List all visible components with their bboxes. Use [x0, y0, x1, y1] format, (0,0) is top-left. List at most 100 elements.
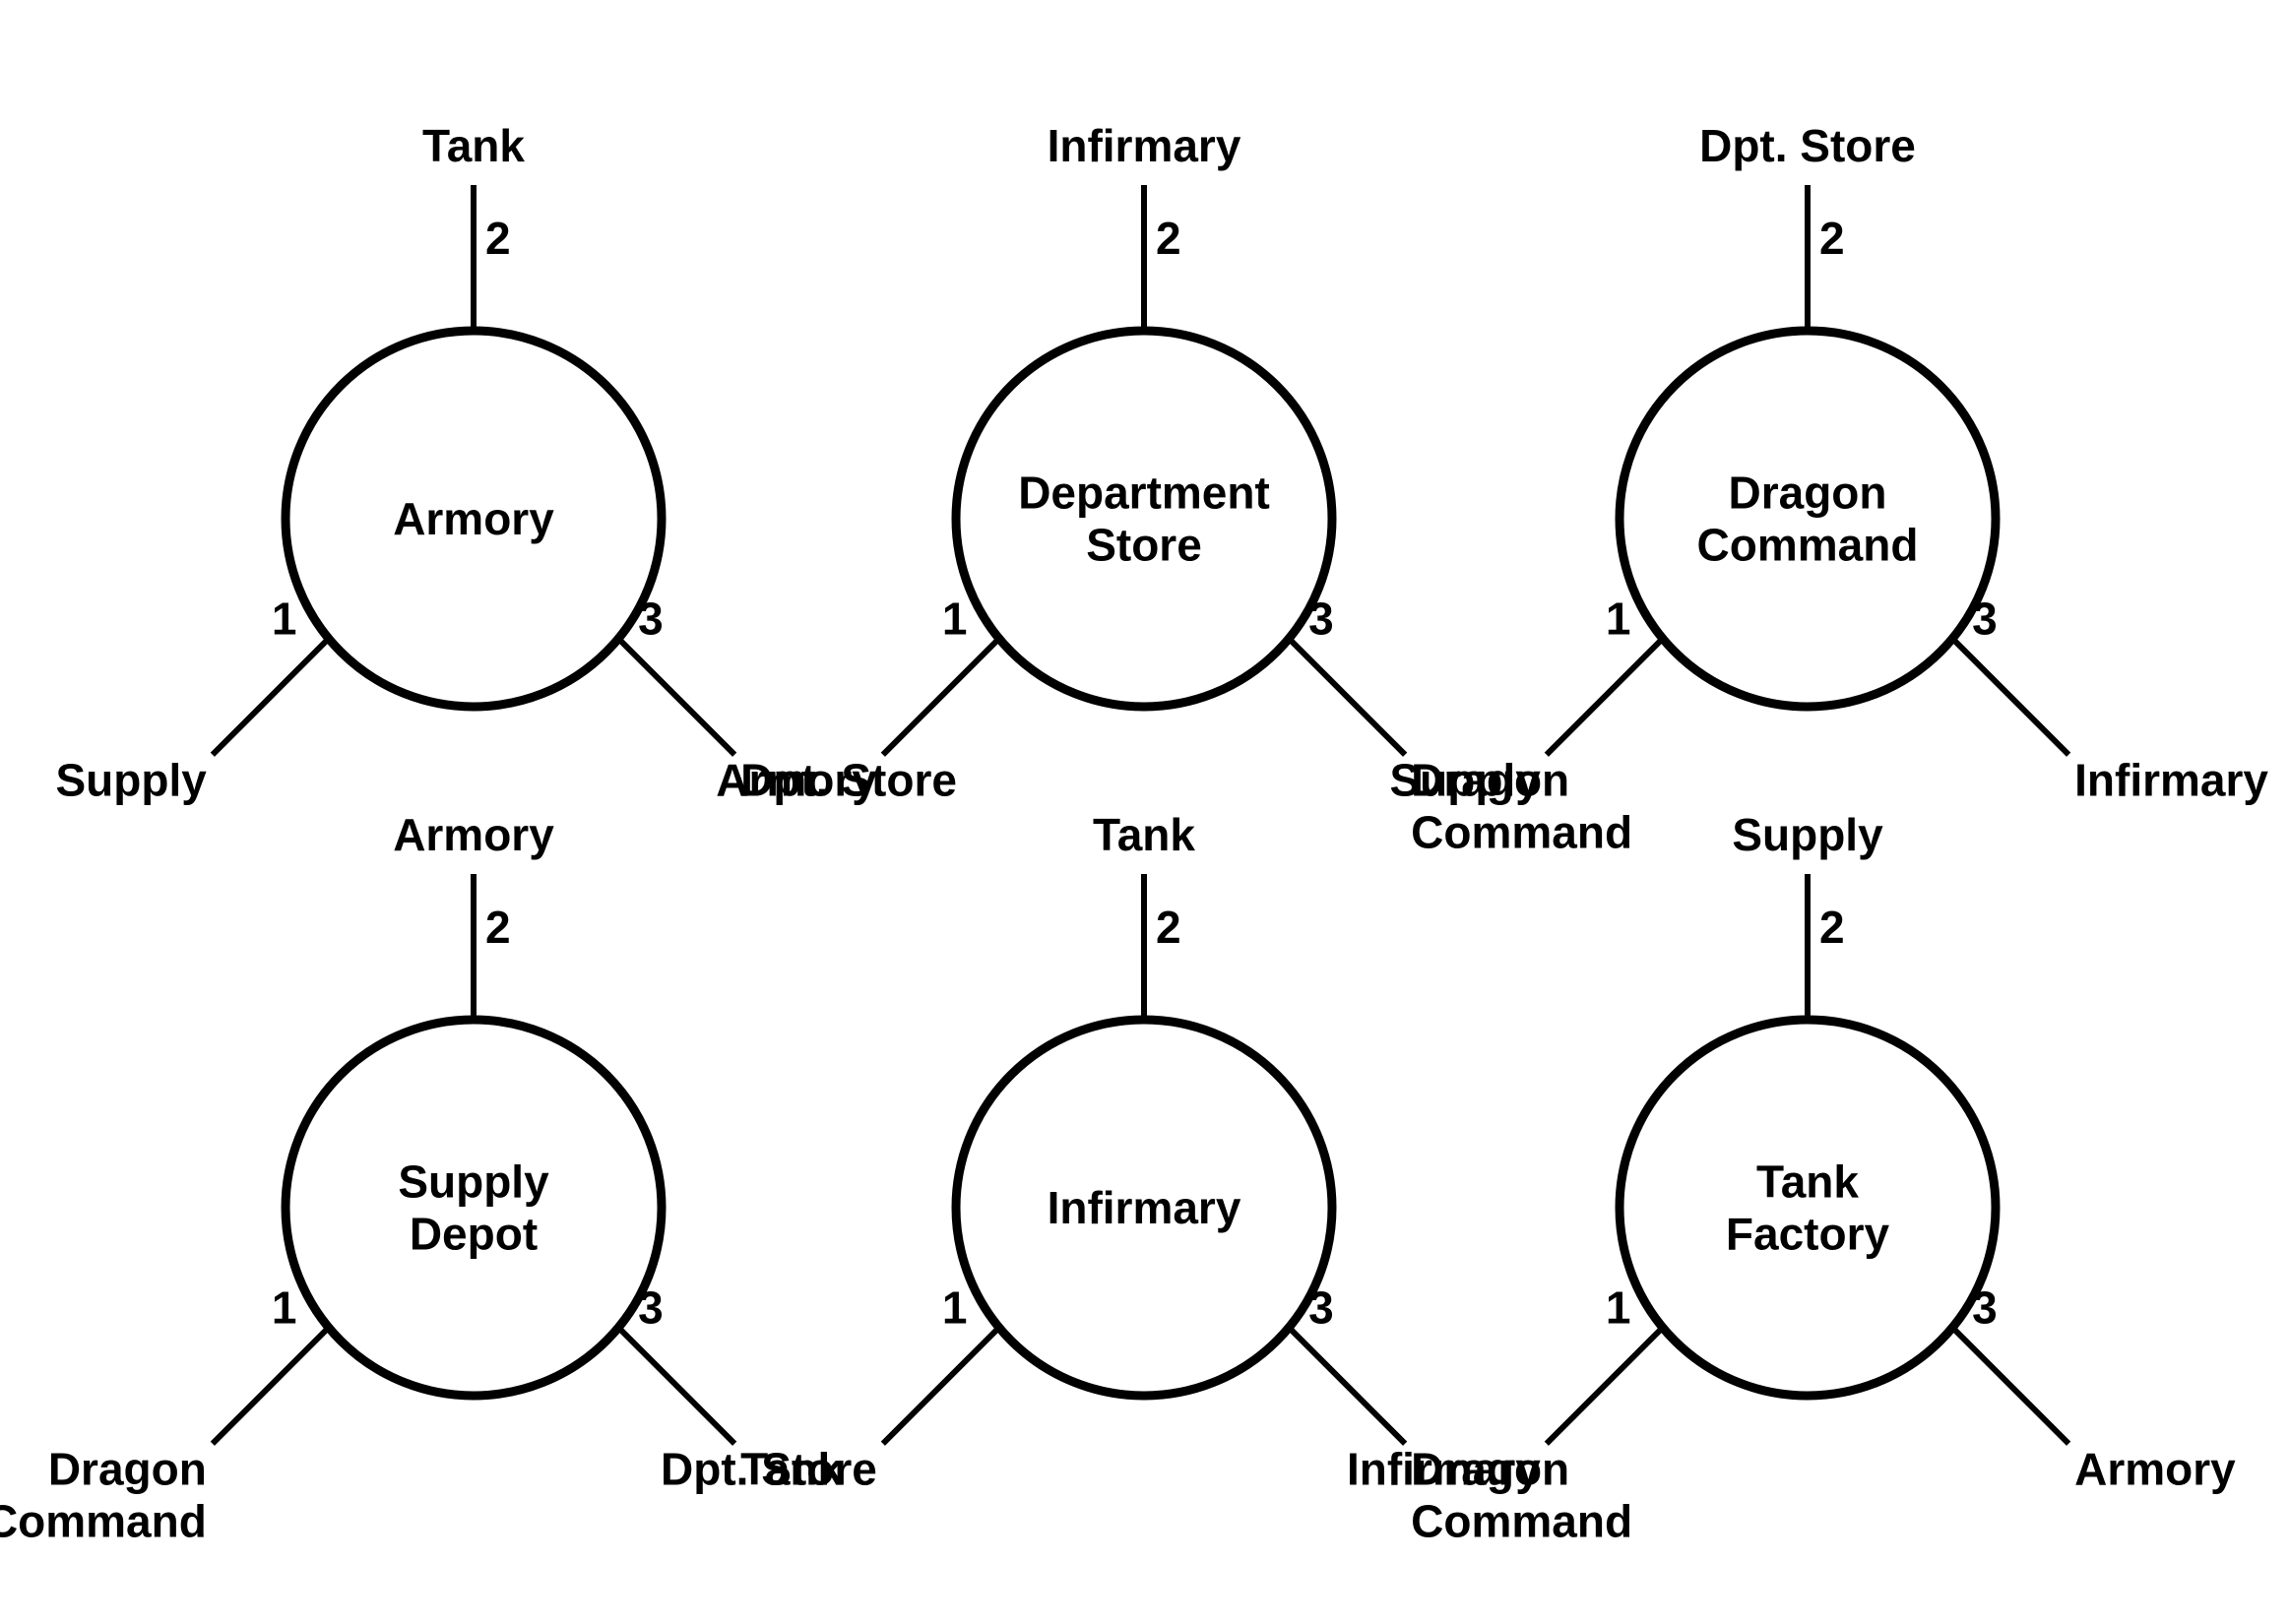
port-line-3: [1287, 636, 1408, 757]
port-2-department-store[interactable]: 2 Infirmary: [1048, 120, 1241, 331]
node-label-infirmary: Infirmary: [1048, 1182, 1241, 1233]
port-line-3: [616, 1325, 737, 1446]
port-line-1: [880, 636, 1001, 757]
node-label-department-store-line: Department: [1018, 468, 1270, 519]
node-circle-dragon-command[interactable]: [1615, 326, 2001, 712]
node-circle-infirmary[interactable]: [951, 1015, 1337, 1401]
port-line-3: [1950, 636, 2071, 757]
port-number-2: 2: [1156, 902, 1181, 953]
port-label-2-line: Dpt. Store: [1699, 120, 1916, 171]
node-label-supply-depot-line: Depot: [410, 1209, 538, 1260]
port-number-2: 2: [1156, 213, 1181, 264]
port-label-3: Tank: [740, 1444, 843, 1495]
port-line-3: [1287, 1325, 1408, 1446]
port-number-2: 2: [1819, 902, 1845, 953]
port-label-2-line: Supply: [1732, 809, 1883, 860]
port-label-2: Tank: [1093, 809, 1195, 860]
port-label-1: Supply: [1389, 755, 1541, 806]
port-line-1: [210, 1325, 331, 1446]
port-line-3: [1950, 1325, 2071, 1446]
port-label-2: Tank: [422, 120, 525, 171]
port-number-2: 2: [485, 213, 511, 264]
node-label-tank-factory-line: Tank: [1756, 1156, 1859, 1208]
port-line-1: [1544, 1325, 1665, 1446]
node-label-department-store-line: Store: [1086, 520, 1202, 571]
port-label-3-line: Tank: [740, 1444, 843, 1495]
port-2-infirmary[interactable]: 2 Tank: [1093, 809, 1195, 1020]
port-label-3-line: Dragon: [1411, 755, 1569, 806]
node-department-store[interactable]: 1Armory2Infirmary3DragonCommandDepartmen…: [716, 120, 1632, 858]
port-number-1: 1: [942, 593, 968, 645]
port-label-3-line: Infirmary: [2074, 755, 2268, 806]
port-label-2-line: Infirmary: [1048, 120, 1241, 171]
node-label-dragon-command-line: Command: [1697, 520, 1919, 571]
node-circle-armory[interactable]: [281, 326, 667, 712]
port-number-1: 1: [1606, 1282, 1631, 1334]
port-line-3: [616, 636, 737, 757]
port-label-2-line: Armory: [393, 809, 554, 860]
port-label-3-line: Dpt. Store: [740, 755, 957, 806]
port-label-2: Supply: [1732, 809, 1883, 860]
node-label-infirmary-line: Infirmary: [1048, 1182, 1241, 1233]
port-label-3-line: Command: [1411, 1496, 1632, 1547]
port-number-1: 1: [272, 1282, 297, 1334]
node-circle-tank-factory[interactable]: [1615, 1015, 2001, 1401]
node-circle-supply-depot[interactable]: [281, 1015, 667, 1401]
node-label-armory: Armory: [393, 493, 554, 544]
node-label-tank-factory-line: Factory: [1726, 1209, 1890, 1260]
port-label-3-line: Dragon: [1411, 1444, 1569, 1495]
port-line-1: [1544, 636, 1665, 757]
port-label-3: Infirmary: [2074, 755, 2268, 806]
node-label-dragon-command-line: Dragon: [1729, 468, 1887, 519]
port-number-1: 1: [942, 1282, 968, 1334]
port-number-1: 1: [1606, 593, 1631, 645]
port-label-2: Infirmary: [1048, 120, 1241, 171]
port-label-1-line: Dragon: [48, 1444, 207, 1495]
node-label-armory-line: Armory: [393, 493, 554, 544]
port-2-tank-factory[interactable]: 2 Supply: [1732, 809, 1883, 1020]
port-label-1: Dpt. Store: [661, 1444, 877, 1495]
port-label-2: Armory: [393, 809, 554, 860]
port-line-1: [880, 1325, 1001, 1446]
port-label-1: Armory: [716, 755, 877, 806]
port-number-2: 2: [485, 902, 511, 953]
port-label-1-line: Command: [0, 1496, 207, 1547]
port-label-1: Infirmary: [1347, 1444, 1541, 1495]
port-label-2-line: Tank: [422, 120, 525, 171]
port-label-1-line: Armory: [716, 755, 877, 806]
port-number-1: 1: [272, 593, 297, 645]
port-line-1: [210, 636, 331, 757]
port-2-supply-depot[interactable]: 2 Armory: [393, 809, 554, 1020]
port-2-armory[interactable]: 2 Tank: [422, 120, 525, 331]
node-circle-department-store[interactable]: [951, 326, 1337, 712]
node-label-supply-depot-line: Supply: [398, 1156, 549, 1208]
port-label-1-line: Supply: [1389, 755, 1541, 806]
port-label-2-line: Tank: [1093, 809, 1195, 860]
